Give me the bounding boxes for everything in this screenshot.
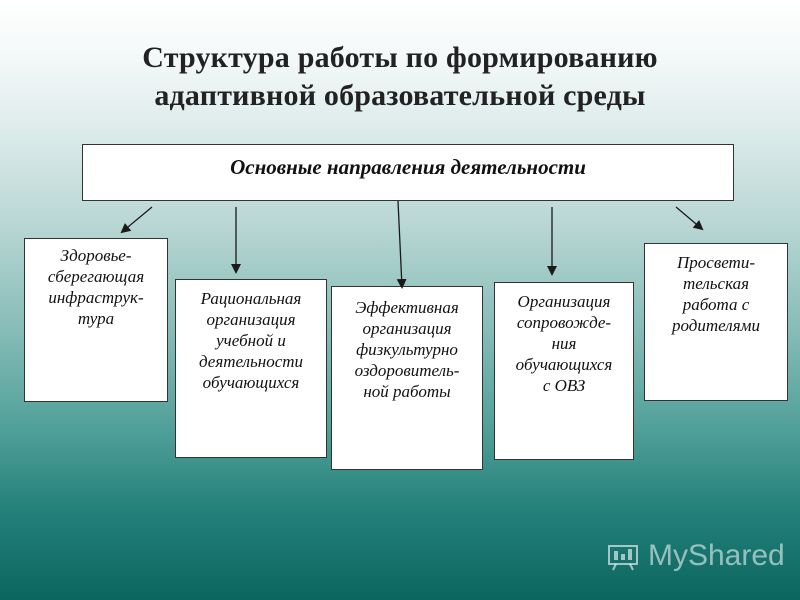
box-line: обучающихся	[202, 373, 300, 392]
presentation-board-icon	[608, 545, 638, 571]
box-line: ной работы	[363, 382, 451, 401]
box-line: учебной и	[216, 331, 286, 350]
box-line: Здоровье-	[60, 246, 132, 265]
arrow-to-physical	[396, 200, 407, 289]
box-line: Рациональная	[200, 289, 302, 308]
box-line: тельская	[682, 274, 750, 293]
box-rational-organization: Рациональная организация учебной и деяте…	[175, 279, 327, 458]
box-parent-education: Просвети- тельская работа с родителями	[644, 243, 788, 401]
watermark-text: MyShared	[648, 539, 785, 572]
box-line: ния	[551, 334, 577, 353]
box-line: обучающихся	[515, 355, 613, 374]
arrow-to-health	[120, 206, 153, 234]
box-line: Просвети-	[677, 253, 755, 272]
box-line: организация	[206, 310, 296, 329]
box-line: Организация	[517, 292, 611, 311]
arrow-to-parents	[675, 206, 704, 231]
box-line: родителями	[672, 316, 760, 335]
box-line: физкультурно	[356, 340, 458, 359]
box-line: Эффективная	[355, 298, 459, 317]
box-line: деятельности	[198, 352, 304, 371]
main-directions-box: Основные направления деятельности	[82, 144, 734, 201]
box-line: оздоровитель-	[354, 361, 460, 380]
box-line: тура	[77, 309, 115, 328]
box-health-infrastructure: Здоровье- сберегающая инфраструк- тура	[24, 238, 168, 402]
watermark: MyShared	[606, 536, 786, 576]
box-physical-health: Эффективная организация физкультурно озд…	[331, 286, 483, 470]
box-line: организация	[362, 319, 452, 338]
slide-title-line2: адаптивной образовательной среды	[154, 79, 646, 112]
box-line: сберегающая	[47, 267, 145, 286]
slide-title-line1: Структура работы по формированию	[142, 41, 658, 74]
box-line: с ОВЗ	[542, 376, 586, 395]
box-line: инфраструк-	[48, 288, 144, 307]
box-line: сопровожде-	[516, 313, 612, 332]
box-line: работа с	[682, 295, 750, 314]
main-directions-label: Основные направления деятельности	[230, 155, 586, 179]
box-special-needs-support: Организация сопровожде- ния обучающихся …	[494, 282, 634, 460]
